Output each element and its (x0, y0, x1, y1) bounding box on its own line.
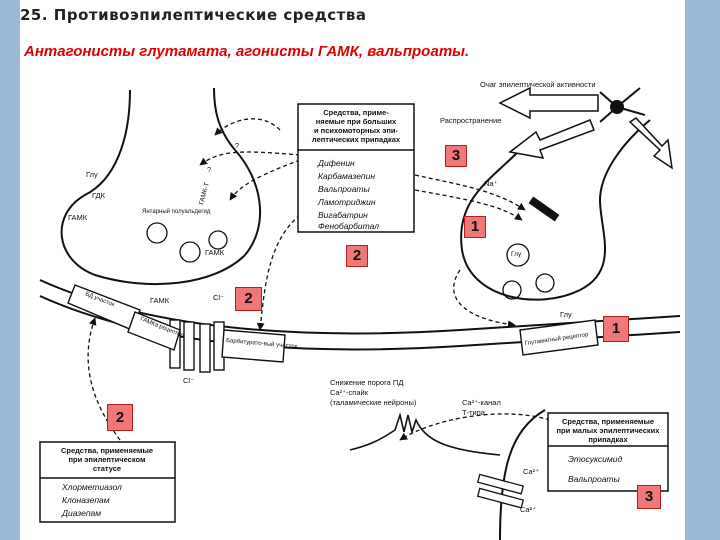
top-box-title-line: лептических припадках (312, 135, 401, 144)
ca-spike-label: Ca²⁺-спайк (330, 388, 369, 397)
glu-label: Глу (511, 251, 522, 258)
ca-channel (476, 473, 525, 495)
vesicle (502, 280, 522, 300)
spread-arrow (498, 86, 599, 120)
drug-arrow (414, 189, 523, 221)
drug-arrow (256, 214, 301, 331)
na-label: Na⁺ (484, 179, 498, 188)
vesicle (179, 241, 201, 263)
badge: 3 (637, 485, 661, 509)
gaba-label: ГАМК (150, 296, 170, 305)
ca-channel (476, 487, 525, 509)
gaba-a-receptor (169, 319, 225, 373)
vesicle (146, 222, 168, 244)
cl-label: Cl⁻ (213, 293, 224, 302)
top-box-drug: Ламотриджин (317, 197, 376, 207)
drug-arrow (399, 413, 551, 441)
presynaptic-neuron (60, 87, 262, 286)
ca-channel-label: Ca²⁺-канал (462, 398, 501, 407)
badge: 1 (603, 316, 629, 342)
spread-arrow (628, 117, 673, 170)
status-box-drug: Хлорметиазол (61, 482, 122, 492)
thalamic-label: (таламические нейроны) (330, 398, 417, 407)
status-box-title-line: при эпилептическом (68, 455, 145, 464)
gaba-label: ГАМК (205, 248, 225, 257)
succinic-label: Янтарный полуальдегид (142, 208, 211, 215)
status-box-drug: Клоназепам (62, 495, 110, 505)
badge: 2 (107, 404, 133, 431)
spread-arrow (508, 119, 595, 159)
bd-site (67, 284, 141, 331)
glu-label: Глу (86, 170, 98, 179)
t-type-label: Т-типа (462, 408, 486, 417)
glu-label: Глу (560, 310, 572, 319)
status-box-title-line: Средства, применяемые (61, 446, 153, 455)
vesicle (535, 273, 555, 293)
focus-label: Очаг эпилептической активности (480, 80, 596, 89)
gaba-t-label: ГАМК-Т (198, 182, 211, 206)
spread-label: Распространение (440, 116, 501, 125)
status-box-title-line: статусе (93, 464, 121, 473)
small-box-title-line: при малых эпилептических (557, 426, 661, 435)
top-box-drug: Вигабатрин (318, 210, 368, 220)
thalamic-neuron (499, 409, 546, 540)
cl-label: Cl⁻ (183, 376, 194, 385)
glutamate-receptor (519, 319, 599, 356)
badge: 1 (464, 216, 486, 238)
drug-arrow (453, 269, 516, 329)
drug-arrow (214, 118, 281, 136)
top-box-drug: Дифенин (317, 158, 355, 168)
gaba-a-site (127, 311, 181, 351)
small-box-title-line: Средства, применяемые (562, 417, 654, 426)
gdk-label: ГДК (92, 191, 106, 200)
ca-label: Ca²⁺ (520, 505, 536, 514)
top-box-drug: Карбамазепин (318, 171, 375, 181)
top-drug-box (297, 103, 415, 233)
slide-header: 25. Противоэпилептические средства (20, 6, 367, 24)
drug-arrow (199, 151, 301, 166)
focus-neuron (599, 87, 646, 123)
glutamate-neuron (460, 119, 651, 301)
gaba-label: ГАМК (68, 213, 88, 222)
top-box-title-line: няемые при больших (316, 117, 397, 126)
top-box-title-line: и психомоторных эпи- (314, 126, 399, 135)
drug-arrow (414, 174, 526, 211)
ca-label: Ca²⁺ (523, 467, 539, 476)
status-drug-box (39, 441, 176, 523)
badge: 2 (235, 287, 262, 311)
threshold-label: Снижение порога ПД (330, 378, 403, 387)
drug-arrow (229, 159, 301, 201)
small-drug-box (547, 412, 669, 492)
barb-site (221, 329, 286, 363)
small-box-drug: Этосуксимид (568, 454, 622, 464)
badge: 3 (445, 145, 467, 167)
status-box-drug: Диазепам (61, 508, 101, 518)
vesicle (208, 230, 228, 250)
vesicle (506, 243, 530, 267)
small-box-drug: Вальпроаты (568, 474, 621, 484)
badge: 2 (346, 245, 368, 267)
question-mark: ? (207, 165, 211, 174)
slide-subtitle: Антагонисты глутамата, агонисты ГАМК, ва… (24, 43, 470, 60)
top-box-drug: Фенобарбитал (318, 221, 379, 231)
small-box-title-line: припадках (588, 435, 628, 444)
na-channel (528, 196, 560, 222)
top-box-drug: Вальпроаты (318, 184, 371, 194)
ca-spike-trace (349, 412, 501, 456)
question-mark: ? (235, 141, 239, 150)
top-box-title-line: Средства, приме- (323, 108, 389, 117)
